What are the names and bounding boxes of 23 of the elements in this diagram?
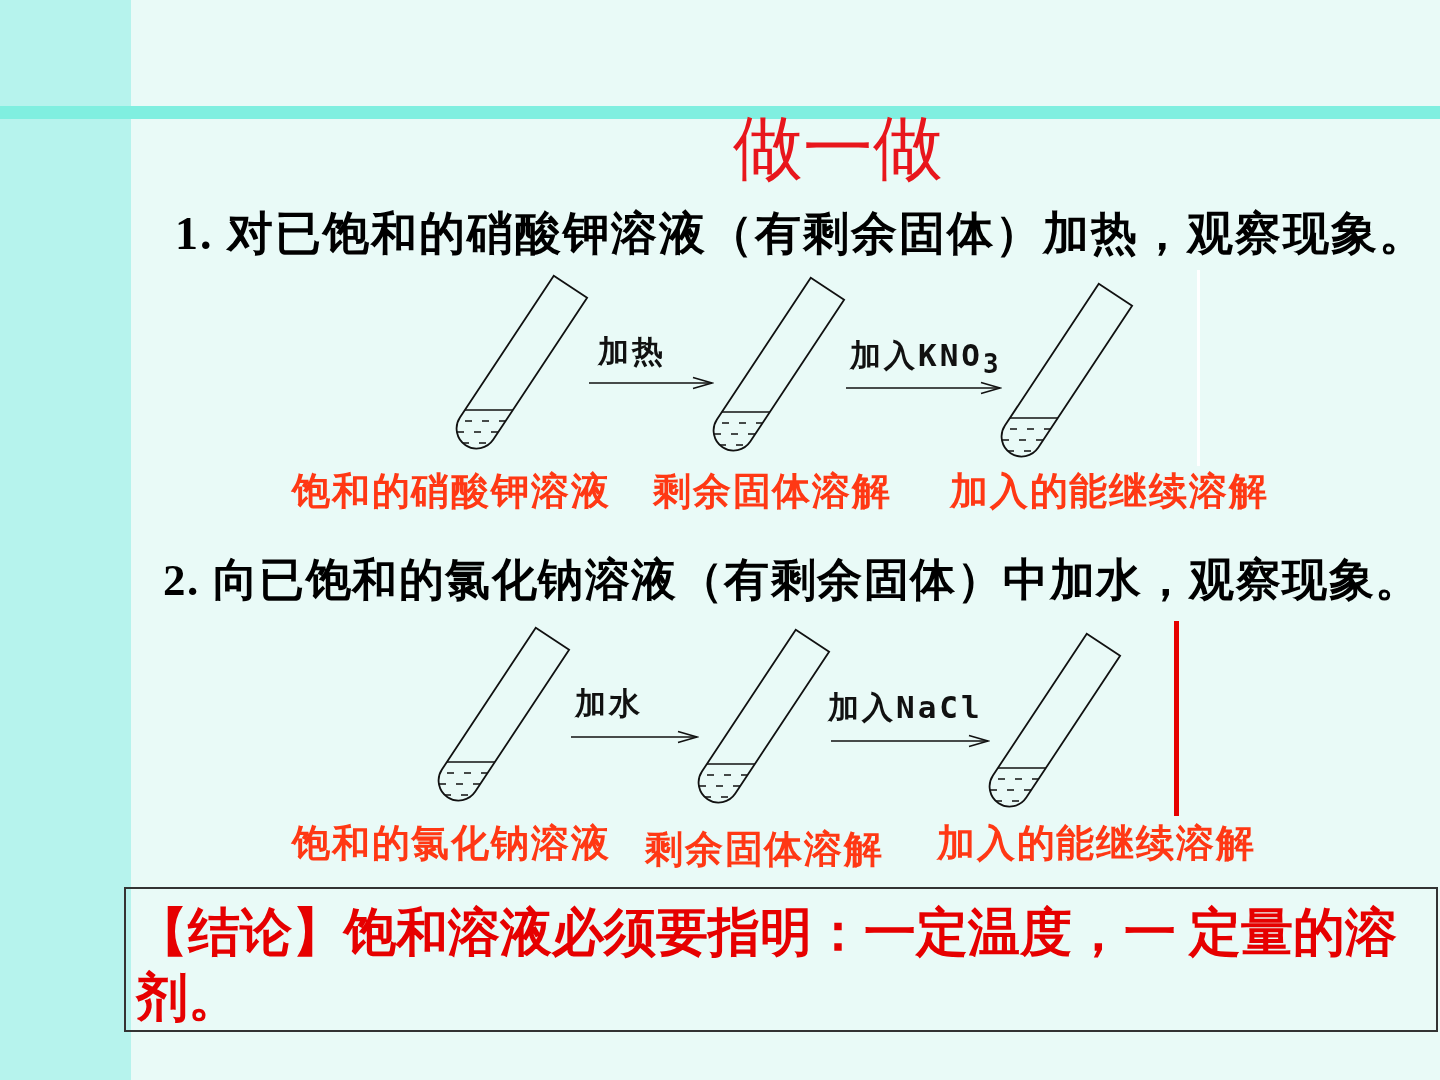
edge-label: 加热 <box>598 336 666 367</box>
tube-caption: 饱和的氯化钠溶液 <box>292 824 611 862</box>
arrow <box>570 730 698 744</box>
tube-caption: 剩余固体溶解 <box>653 472 892 510</box>
tube-caption: 加入的能继续溶解 <box>937 824 1256 862</box>
instruction-text: 1. 对已饱和的硝酸钾溶液（有剩余固体）加热，观察现象。 <box>175 211 1427 257</box>
tube-caption: 加入的能继续溶解 <box>950 472 1269 510</box>
arrow <box>830 734 989 748</box>
tube-caption: 饱和的硝酸钾溶液 <box>292 472 611 510</box>
title: 做一做 <box>733 114 943 184</box>
test-tube <box>1000 282 1134 458</box>
tube-caption: 剩余固体溶解 <box>645 830 884 868</box>
conclusion-box: 【结论】饱和溶液必须要指明：一定温度，一 定量的溶剂。 <box>124 887 1438 1032</box>
instruction-text: 2. 向已饱和的氯化钠溶液（有剩余固体）中加水，观察现象。 <box>163 558 1422 603</box>
arrow <box>588 376 713 390</box>
test-tube <box>988 632 1122 808</box>
test-tube <box>712 276 846 452</box>
test-tube <box>455 274 589 450</box>
edge-label: 加水 <box>575 688 643 719</box>
arrow <box>845 381 1001 395</box>
edge-label: 加入NaCl <box>828 692 983 723</box>
edge-label: 加入KNO$_{3}$ <box>850 340 1002 378</box>
test-tube <box>437 626 571 802</box>
